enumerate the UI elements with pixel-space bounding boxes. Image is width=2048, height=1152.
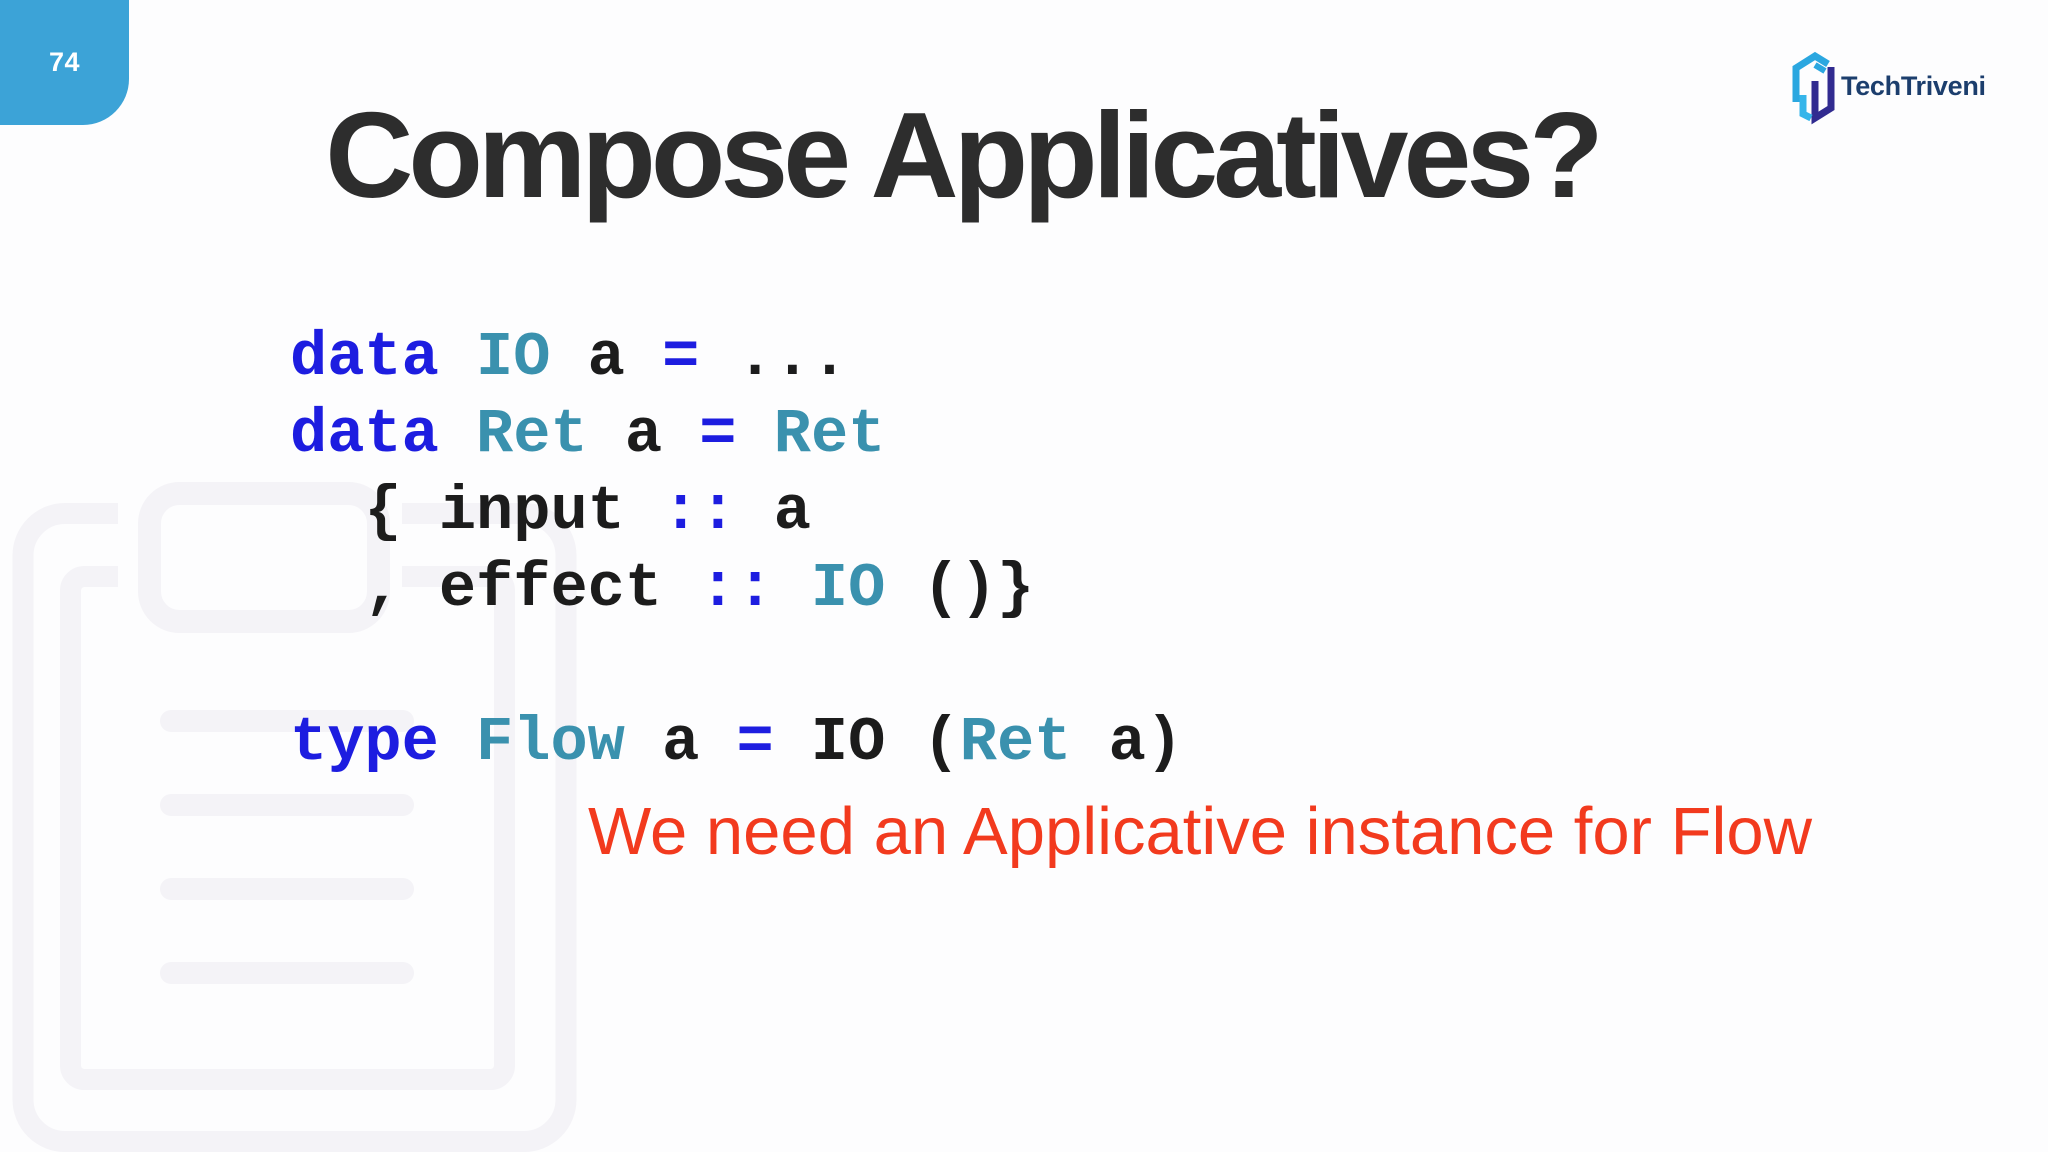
code-token: = — [699, 399, 737, 470]
code-token: data — [290, 399, 439, 470]
code-token: IO — [476, 322, 551, 393]
code-token: :: — [699, 553, 774, 624]
cube-inner-slant — [1813, 62, 1827, 74]
page-number-badge: 74 — [0, 0, 129, 125]
code-token: IO — [810, 553, 886, 624]
code-token: , effect — [290, 553, 700, 624]
code-token: Ret — [959, 707, 1072, 778]
code-token: a — [550, 322, 663, 393]
code-token: IO ( — [773, 707, 960, 778]
clipboard-text-bar — [160, 962, 414, 984]
code-token: Ret — [773, 399, 886, 470]
note-text: We need an Applicative instance for Flow — [588, 794, 1813, 869]
code-token: = — [662, 322, 700, 393]
code-line: data Ret a = Ret — [290, 396, 1183, 473]
code-token: Ret — [476, 399, 588, 470]
code-token — [774, 553, 811, 624]
code-token — [439, 399, 476, 470]
code-token: a — [587, 399, 700, 470]
clipboard-icon — [12, 475, 577, 1152]
slide-title: Compose Applicatives? — [325, 87, 1603, 223]
code-block: data IO a = ...data Ret a = Ret { input … — [290, 319, 1183, 781]
code-token — [439, 707, 476, 778]
code-token: :: — [662, 476, 737, 547]
code-token: a — [736, 476, 811, 547]
brand-logo: TechTriveni — [1792, 50, 1986, 128]
code-line: , effect :: IO ()} — [290, 550, 1183, 627]
code-token: a — [624, 707, 737, 778]
code-token — [737, 399, 774, 470]
clipboard-text-bar — [160, 878, 414, 900]
code-token — [439, 322, 476, 393]
cube-right-edge — [1811, 67, 1835, 125]
clipboard-text-bar — [160, 710, 414, 732]
code-line: type Flow a = IO (Ret a) — [290, 704, 1183, 781]
code-line: data IO a = ... — [290, 319, 1183, 396]
code-token: ... — [699, 322, 849, 393]
code-token: type — [290, 707, 439, 778]
code-line: { input :: a — [290, 473, 1183, 550]
code-token: ()} — [885, 553, 1035, 624]
clipboard-clip — [138, 482, 390, 633]
page-number: 74 — [48, 47, 81, 77]
code-token: Flow — [476, 707, 625, 778]
cube-left-edge — [1792, 51, 1830, 102]
brand-name: TechTriveni — [1841, 70, 1986, 101]
code-line — [290, 627, 1183, 704]
code-token: { input — [290, 476, 663, 547]
code-token: a) — [1071, 707, 1183, 778]
code-token: data — [290, 322, 439, 393]
cube-bottom-strip — [1799, 95, 1813, 122]
clipboard-text-bar — [160, 794, 414, 816]
code-token: = — [736, 707, 774, 778]
cube-icon — [1792, 51, 1835, 125]
